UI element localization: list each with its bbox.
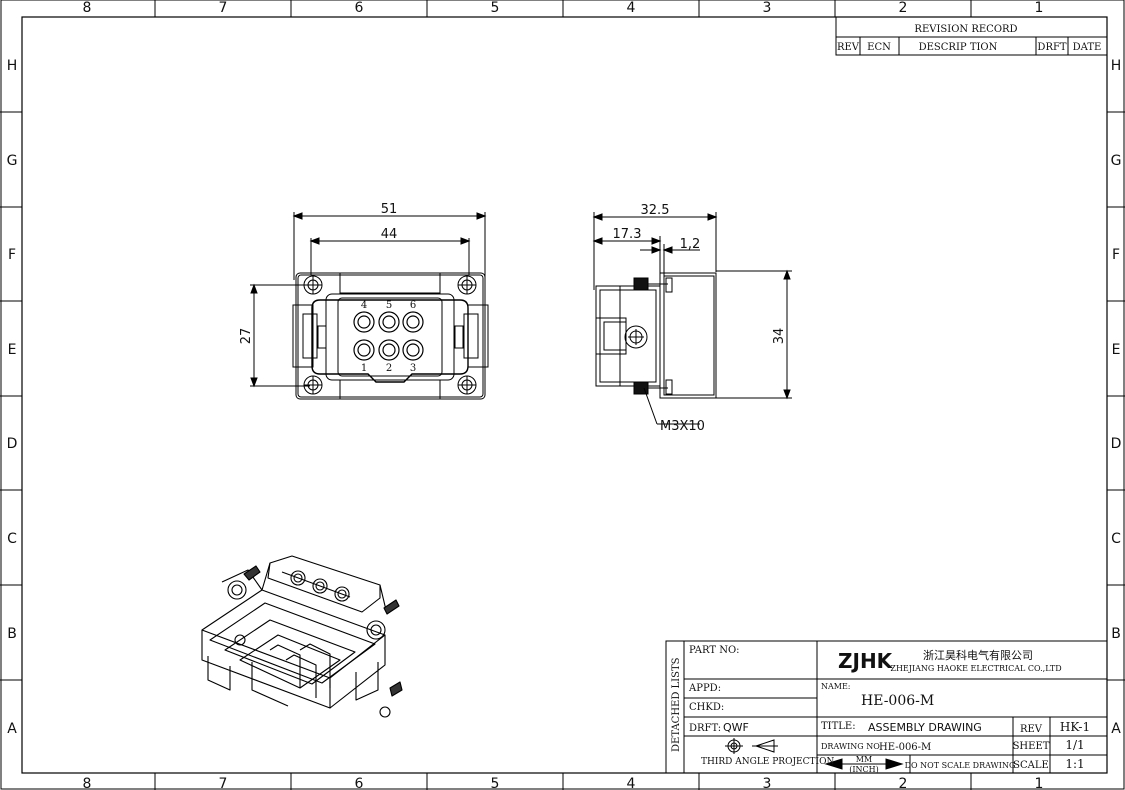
col-label: 3	[763, 776, 772, 790]
dim-front-height: 27	[239, 328, 254, 345]
col-label: 8	[83, 776, 92, 790]
col-label: 7	[219, 776, 228, 790]
company-name-cn: 浙江昊科电气有限公司	[923, 648, 1033, 662]
contact-number: 6	[410, 300, 416, 311]
row-label: A	[7, 721, 17, 737]
dim-overall-width: 51	[381, 202, 398, 217]
drft-label: DRFT:	[689, 723, 721, 734]
col-label: 5	[491, 776, 500, 790]
row-label: G	[7, 153, 18, 169]
col-label: 6	[355, 776, 364, 790]
col-label: 6	[355, 0, 364, 16]
col-label: 7	[219, 0, 228, 16]
row-label: B	[1111, 626, 1121, 642]
units-mm: MM	[856, 755, 872, 764]
detached-lists: DETACHED LISTS	[671, 657, 682, 752]
revision-title: REVISION RECORD	[914, 24, 1017, 35]
title-block	[665, 640, 1108, 774]
description-header: DESCRIP TION	[919, 42, 998, 53]
company-logo: ZJHK	[838, 649, 894, 673]
chkd-label: CHKD:	[689, 702, 724, 713]
row-label: E	[8, 342, 17, 358]
drawing-no-value: HE-006-M	[879, 742, 931, 753]
scale-value: 1:1	[1065, 757, 1084, 771]
col-label: 3	[763, 0, 772, 16]
col-label: 1	[1035, 776, 1044, 790]
dim-side-thickness: 1,2	[680, 237, 701, 252]
dim-side-height: 34	[772, 328, 787, 345]
name-value: HE-006-M	[861, 693, 934, 709]
drft-value: QWF	[723, 721, 749, 734]
col-label: 2	[899, 0, 908, 16]
date-header: DATE	[1073, 42, 1102, 53]
part-no-label: PART NO:	[689, 645, 740, 656]
row-label: D	[1111, 436, 1122, 452]
row-label: C	[1111, 531, 1121, 547]
sheet-label: SHEET	[1013, 741, 1050, 752]
row-labels: H G F E D C B A H G F E D C B A	[7, 58, 1122, 737]
row-label: C	[7, 531, 17, 547]
contact-number: 1	[361, 363, 367, 374]
contact-number: 5	[386, 300, 392, 311]
revision-record	[835, 16, 1108, 56]
col-label: 5	[491, 0, 500, 16]
col-label: 1	[1035, 0, 1044, 16]
dim-side-flange: 17.3	[613, 227, 642, 242]
screw-callout: M3X10	[660, 419, 705, 434]
rev-header: REV	[837, 42, 860, 53]
projection-label: THIRD ANGLE PROJECTION	[701, 757, 834, 767]
col-label: 2	[899, 776, 908, 790]
row-label: H	[7, 58, 18, 74]
scale-label: SCALE	[1013, 760, 1049, 771]
row-label: H	[1111, 58, 1122, 74]
dim-hole-spacing: 44	[381, 227, 398, 242]
title-value: ASSEMBLY DRAWING	[868, 721, 982, 734]
front-view	[250, 212, 489, 400]
sheet-value: 1/1	[1065, 738, 1084, 752]
dim-side-depth: 32.5	[641, 203, 670, 218]
col-label: 8	[83, 0, 92, 16]
isometric-view	[201, 555, 403, 718]
name-label: NAME:	[821, 682, 851, 691]
no-scale-note: DO NOT SCALE DRAWING	[905, 761, 1016, 770]
row-label: F	[1112, 247, 1120, 263]
col-label: 4	[627, 776, 636, 790]
drft-header: DRFT	[1037, 42, 1066, 53]
title-label: TITLE:	[821, 721, 856, 732]
contact-number: 4	[361, 300, 367, 311]
row-label: B	[7, 626, 17, 642]
col-label: 4	[627, 0, 636, 16]
drawing-no-label: DRAWING NO:	[821, 742, 882, 751]
units-inch: (INCH)	[849, 765, 879, 774]
rev-label: REV	[1020, 724, 1043, 735]
row-label: A	[1111, 721, 1121, 737]
inner-border	[21, 16, 1108, 774]
company-name-en: ZHEJIANG HAOKE ELECTRICAL CO.,LTD	[890, 664, 1061, 673]
row-label: G	[1111, 153, 1122, 169]
appd-label: APPD:	[688, 683, 721, 694]
side-view	[592, 212, 792, 425]
contact-number: 3	[410, 363, 416, 374]
row-label: F	[8, 247, 16, 263]
contact-number: 2	[386, 363, 392, 374]
column-labels: 8 7 6 5 4 3 2 1 8 7 6 5 4 3 2 1	[83, 0, 1044, 790]
rev-value: HK-1	[1060, 720, 1090, 734]
ecn-header: ECN	[867, 42, 891, 53]
row-label: E	[1112, 342, 1121, 358]
row-label: D	[7, 436, 18, 452]
